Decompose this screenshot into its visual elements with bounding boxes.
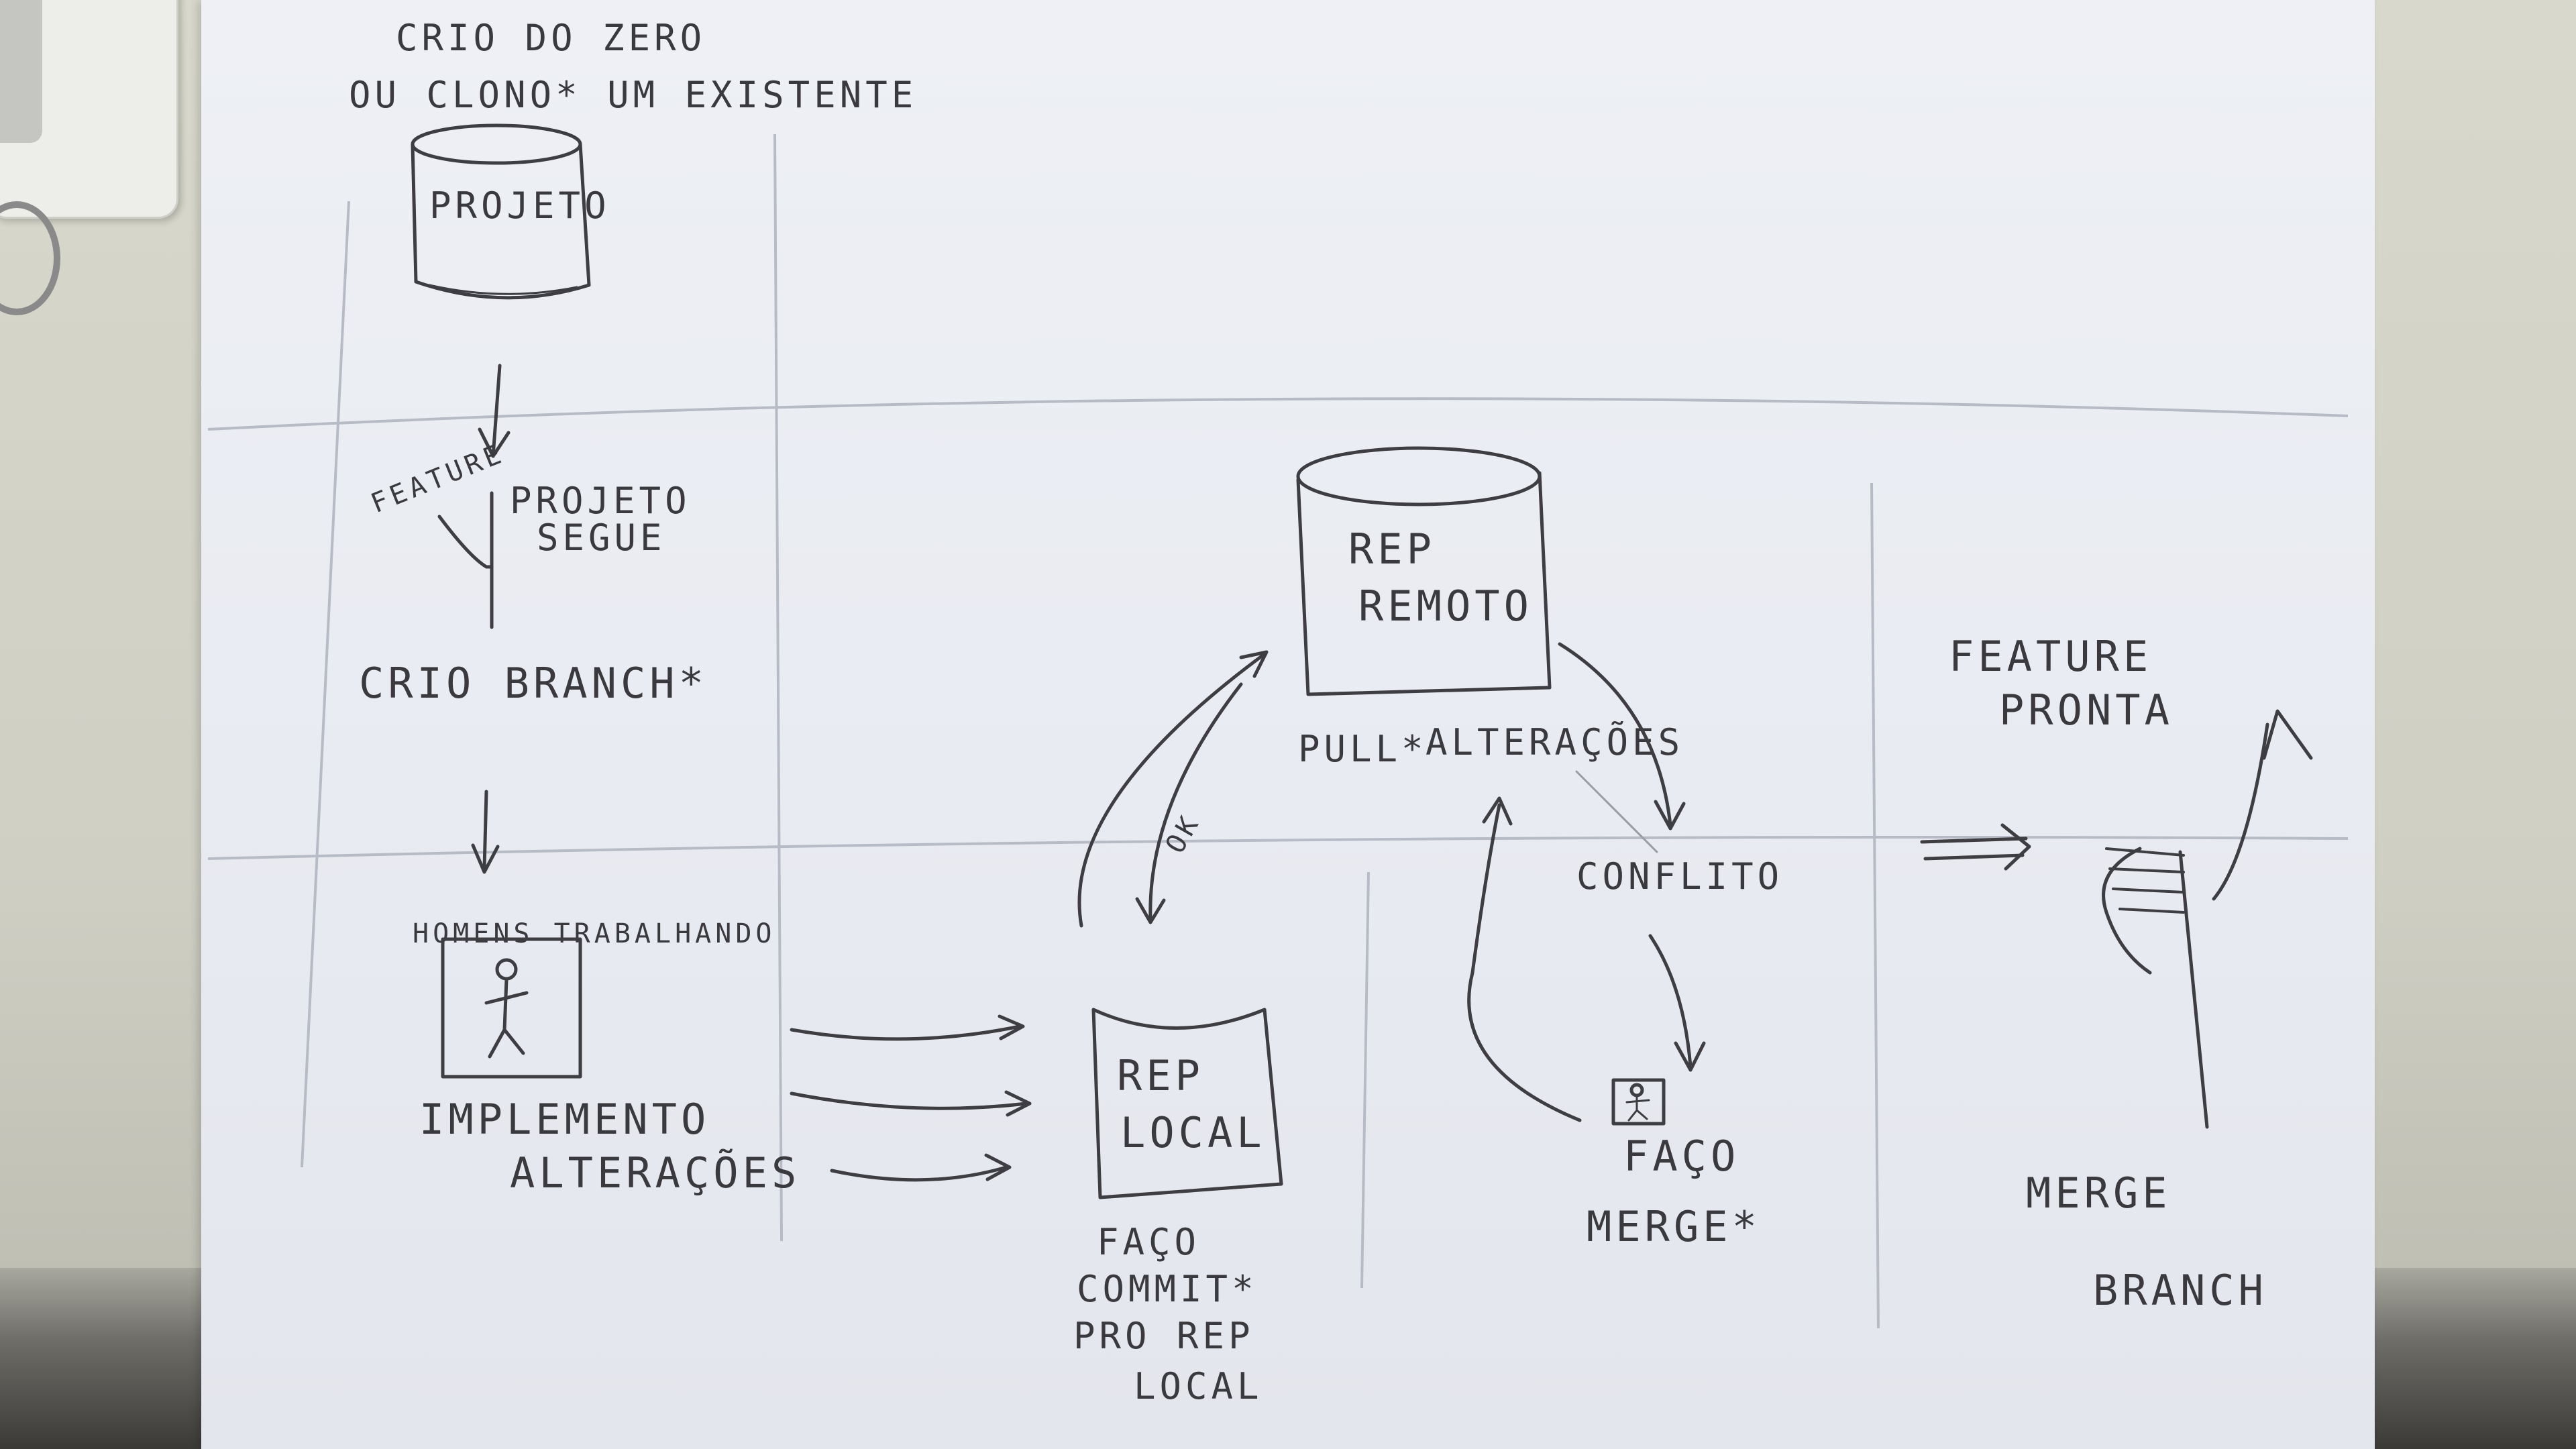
arrow-to-merge — [1648, 934, 1706, 1072]
rep-local-cylinder — [1091, 1008, 1283, 1199]
arrow-down-1 — [478, 364, 511, 458]
faco-merge-line1: FAÇO — [1623, 1132, 1739, 1181]
implemento-line1: IMPLEMENTO — [419, 1095, 710, 1144]
rep-remoto-line2: REMOTO — [1358, 582, 1533, 631]
feature-pronta-line1: FEATURE — [1949, 632, 2152, 681]
faco-commit-line4: LOCAL — [1134, 1365, 1263, 1407]
merge-branch-drawing — [2102, 709, 2313, 1129]
id-card-photo — [0, 0, 42, 143]
conflito-label: CONFLITO — [1576, 855, 1783, 898]
top-note-line1: CRIO DO ZERO — [396, 17, 706, 59]
merge-branch-line1: MERGE — [2026, 1169, 2171, 1218]
feature-label: FEATURE — [367, 438, 509, 520]
paper-sheet — [201, 0, 2375, 1449]
faco-commit-line2: COMMIT* — [1077, 1268, 1258, 1310]
projeto-segue-line2: SEGUE — [537, 517, 666, 559]
faco-commit-line3: PRO REP — [1073, 1315, 1254, 1357]
alteracoes-label: ALTERAÇÕES — [1426, 721, 1684, 763]
implemento-line2: ALTERAÇÕES — [510, 1148, 800, 1197]
small-worker-sign — [1611, 1078, 1666, 1126]
arrow-merge-to-remote — [1467, 796, 1582, 1122]
faco-commit-line1: FAÇO — [1097, 1221, 1200, 1263]
homens-trabalhando: HOMENS TRABALHANDO — [413, 918, 775, 949]
rep-remoto-cylinder — [1296, 446, 1552, 696]
pull-label: PULL* — [1298, 728, 1428, 770]
arrows-to-rep-local — [790, 1014, 1032, 1182]
paper-fold-lines — [207, 133, 2349, 1329]
projeto-segue-line1: PROJETO — [510, 480, 691, 522]
faco-merge-line2: MERGE* — [1587, 1202, 1761, 1251]
arrow-down-2 — [471, 790, 500, 874]
key-ring — [0, 201, 60, 315]
merge-branch-line2: BRANCH — [2093, 1266, 2267, 1315]
top-note-line2: OU CLONO* UM EXISTENTE — [349, 74, 917, 116]
push-pull-arrows — [1077, 650, 1269, 928]
worker-sign — [441, 937, 582, 1079]
branch-fork — [437, 491, 494, 629]
feature-pronta-line2: PRONTA — [1999, 686, 2174, 735]
projeto-label: PROJETO — [429, 184, 610, 227]
arrow-to-conflito — [1558, 642, 1686, 853]
double-arrow-right — [1920, 823, 2031, 871]
rep-remoto-line1: REP — [1348, 525, 1436, 574]
crio-branch: CRIO BRANCH* — [359, 659, 708, 708]
rep-local-line2: LOCAL — [1120, 1108, 1266, 1157]
rep-local-line1: REP — [1117, 1051, 1204, 1100]
id-card — [0, 0, 178, 219]
projeto-cylinder — [411, 123, 591, 300]
